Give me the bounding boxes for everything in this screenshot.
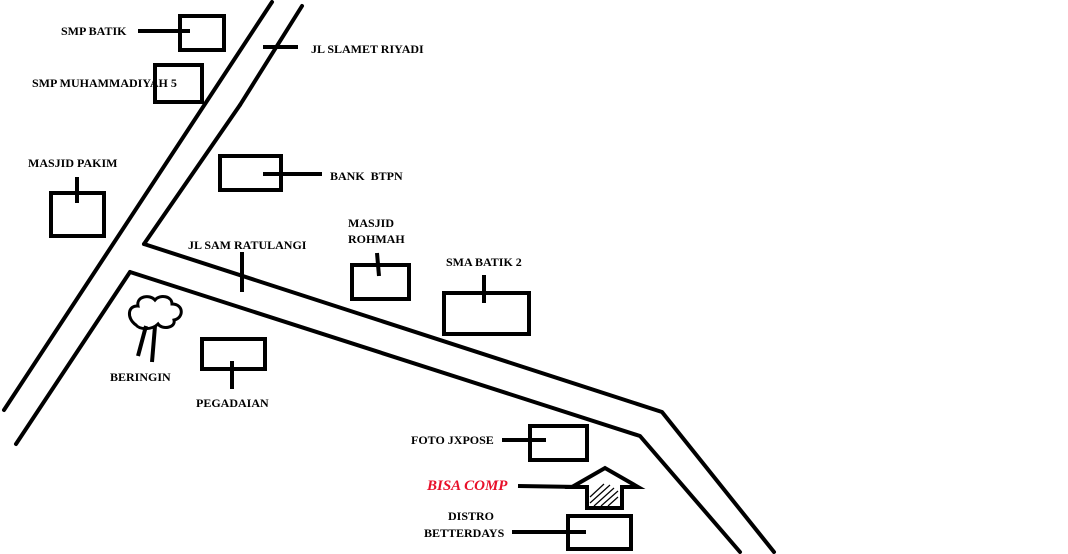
masjid-rohmah-leader [375, 252, 381, 277]
building-foto-jxpose [528, 424, 589, 462]
road-jl-slamet-riyadi [2, 0, 304, 446]
label-distro-line1: DISTRO [448, 509, 494, 523]
building-smp-muhammadiyah [153, 63, 204, 104]
label-bisa-comp: BISA COMP [426, 478, 508, 494]
building-masjid-rohmah [350, 263, 411, 301]
label-smp-muhammadiyah: SMP MUHAMMADIYAH 5 [32, 76, 177, 90]
label-sma-batik-2: SMA BATIK 2 [446, 255, 522, 269]
building-sma-batik-2 [442, 291, 531, 336]
up-arrow-icon [564, 465, 646, 510]
road-jl-sam-ratulangi [128, 242, 776, 554]
label-smp-batik: SMP BATIK [61, 24, 127, 38]
label-foto-jxpose: FOTO JXPOSE [411, 433, 494, 447]
label-masjid-rohmah-line2: ROHMAH [348, 232, 405, 246]
label-jl-sam-ratulangi: JL SAM RATULANGI [188, 238, 307, 252]
beringin-tree-icon [128, 295, 183, 363]
label-beringin: BERINGIN [110, 370, 171, 384]
label-masjid-pakim: MASJID PAKIM [28, 156, 117, 170]
label-distro-line2: BETTERDAYS [424, 526, 505, 540]
label-jl-slamet-riyadi: JL SLAMET RIYADI [311, 42, 424, 56]
label-pegadaian: PEGADAIAN [196, 396, 269, 410]
bisa-comp-leader [517, 484, 581, 489]
label-masjid-rohmah-line1: MASJID [348, 216, 394, 230]
label-bank-btpn: BANK BTPN [330, 169, 403, 183]
